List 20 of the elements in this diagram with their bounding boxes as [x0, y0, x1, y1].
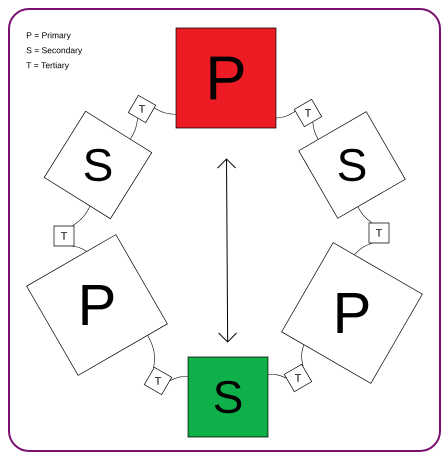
ring-line	[72, 246, 87, 252]
ring-line	[130, 118, 138, 140]
square-node: T	[54, 226, 74, 246]
ring-line	[358, 206, 372, 223]
key-text: P = Primary	[26, 32, 71, 40]
ring-line	[354, 243, 372, 255]
ring-line	[170, 376, 188, 382]
double-arrow	[217, 158, 238, 343]
ring-line	[147, 335, 155, 368]
ring-line	[72, 206, 90, 226]
key-text: S = Secondary	[26, 47, 82, 55]
square-node: S	[188, 356, 268, 438]
ring-line	[154, 108, 176, 115]
square-node: T	[368, 222, 390, 244]
ring-line	[301, 344, 304, 366]
ring-line	[268, 374, 286, 378]
key-text: T = Tertiary	[26, 62, 69, 70]
ring-line	[312, 122, 318, 140]
ring-line	[276, 110, 296, 118]
square-node: P	[176, 28, 276, 128]
